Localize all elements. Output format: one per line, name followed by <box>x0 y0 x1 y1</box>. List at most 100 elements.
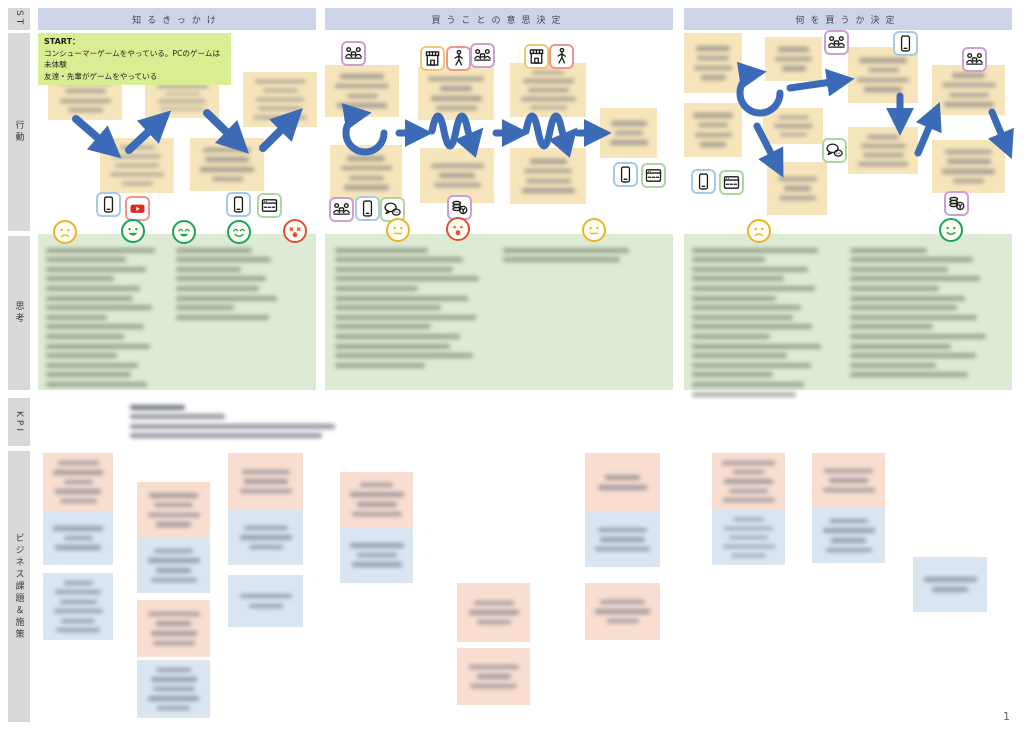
blurred-text-line <box>778 47 809 52</box>
sticky-note <box>228 510 303 565</box>
blurred-text-line <box>46 276 114 282</box>
blurred-text-line <box>850 314 977 320</box>
blurred-text-line <box>346 93 378 99</box>
row-label-行動: 行動 <box>8 33 30 231</box>
blurred-text-line <box>439 173 475 178</box>
blurred-text-line <box>850 353 976 359</box>
blurred-text-line <box>529 105 567 110</box>
thought-panel <box>684 234 1012 397</box>
blurred-text-line <box>692 372 773 378</box>
blurred-text-line <box>335 343 450 349</box>
blurred-text-line <box>61 618 95 623</box>
start-note-title: START： <box>44 37 81 46</box>
blurred-text-line <box>440 86 472 91</box>
blurred-text-line <box>606 618 639 624</box>
blurred-text-line <box>503 247 629 253</box>
blurred-text-line <box>696 46 730 51</box>
friends-icon <box>470 43 495 68</box>
sticky-note <box>585 583 660 640</box>
blurred-text-line <box>200 167 254 172</box>
sticky-note <box>137 538 210 593</box>
browser-icon <box>641 163 666 188</box>
emoji-angry-face <box>283 219 307 243</box>
blurred-text-line <box>239 488 292 494</box>
blurred-text-line <box>262 88 298 93</box>
blurred-text-line <box>110 172 164 177</box>
blurred-text-line <box>211 176 243 182</box>
blurred-text-line <box>724 479 773 484</box>
stage-header-3: 何を買うか決定 <box>684 8 1012 30</box>
blurred-text-line <box>59 599 97 604</box>
sticky-note <box>712 453 785 510</box>
sticky-note <box>684 103 742 157</box>
emoji-pleased-face <box>227 220 251 244</box>
emoji-neutral-face <box>386 218 410 242</box>
start-note-line1: コンシューマーゲームをやっている。PCのゲームは未体験 <box>44 49 221 70</box>
sticky-note <box>243 72 317 127</box>
phone-icon <box>355 196 380 221</box>
blurred-text-line <box>829 478 868 483</box>
emoji-sad-face <box>747 219 771 243</box>
blurred-text-line <box>347 156 385 161</box>
blurred-text-line <box>829 518 868 524</box>
sticky-note <box>43 511 113 565</box>
blurred-text-line <box>46 362 138 368</box>
blurred-text-line <box>115 163 159 168</box>
blurred-text-line <box>157 705 190 711</box>
blurred-text-line <box>777 176 817 182</box>
blurred-text-line <box>825 547 872 553</box>
blurred-text-line <box>113 154 161 159</box>
phone-icon <box>893 31 918 56</box>
blurred-text-line <box>692 295 776 301</box>
blurred-text-line <box>130 404 185 410</box>
blurred-text-line <box>430 163 484 169</box>
blurred-text-line <box>176 314 269 320</box>
browser-icon <box>719 170 744 195</box>
blurred-text-line <box>468 610 519 615</box>
blurred-text-line <box>731 553 766 558</box>
blurred-text-line <box>824 468 873 474</box>
blurred-text-line <box>349 543 404 548</box>
blurred-text-line <box>152 640 195 646</box>
blurred-text-line <box>340 74 384 79</box>
blurred-text-line <box>700 142 726 147</box>
sticky-note <box>767 162 827 215</box>
blurred-text-line <box>335 83 389 89</box>
blurred-text-line <box>692 314 793 320</box>
blurred-text-line <box>57 460 99 466</box>
sticky-note <box>228 453 303 510</box>
blurred-text-line <box>692 324 812 330</box>
blurred-text-line <box>351 511 402 517</box>
blurred-text-line <box>692 257 765 263</box>
blurred-text-line <box>953 178 984 184</box>
blurred-text-line <box>692 247 818 253</box>
blurred-text-line <box>781 66 806 71</box>
start-note: START： コンシューマーゲームをやっている。PCのゲームは未体験 友達・先輩… <box>38 33 231 86</box>
phone-icon <box>226 192 251 217</box>
emoji-laugh-face <box>172 220 196 244</box>
thought-panel <box>325 234 673 390</box>
blurred-text-line <box>176 266 241 272</box>
friends-icon <box>824 30 849 55</box>
sticky-note <box>190 138 264 191</box>
friends-icon <box>341 41 366 66</box>
blurred-text-line <box>822 487 875 493</box>
blurred-text-line <box>156 667 191 673</box>
blurred-text-line <box>468 664 519 670</box>
chat-icon <box>822 138 847 163</box>
blurred-text-line <box>67 108 103 113</box>
blurred-text-line <box>692 391 796 397</box>
blurred-text-line <box>241 469 290 475</box>
blurred-text-line <box>46 333 124 339</box>
sticky-note <box>585 512 660 567</box>
blurred-text-line <box>864 87 902 92</box>
blurred-text-line <box>778 195 816 201</box>
store-icon <box>420 46 445 71</box>
blurred-text-line <box>150 631 197 636</box>
blurred-text-line <box>859 58 907 63</box>
blurred-text-line <box>154 502 193 508</box>
sticky-note <box>137 660 210 718</box>
row-label-ビジネス課題＆施策: ビジネス課題＆施策 <box>8 451 30 722</box>
blurred-text-line <box>476 619 511 625</box>
